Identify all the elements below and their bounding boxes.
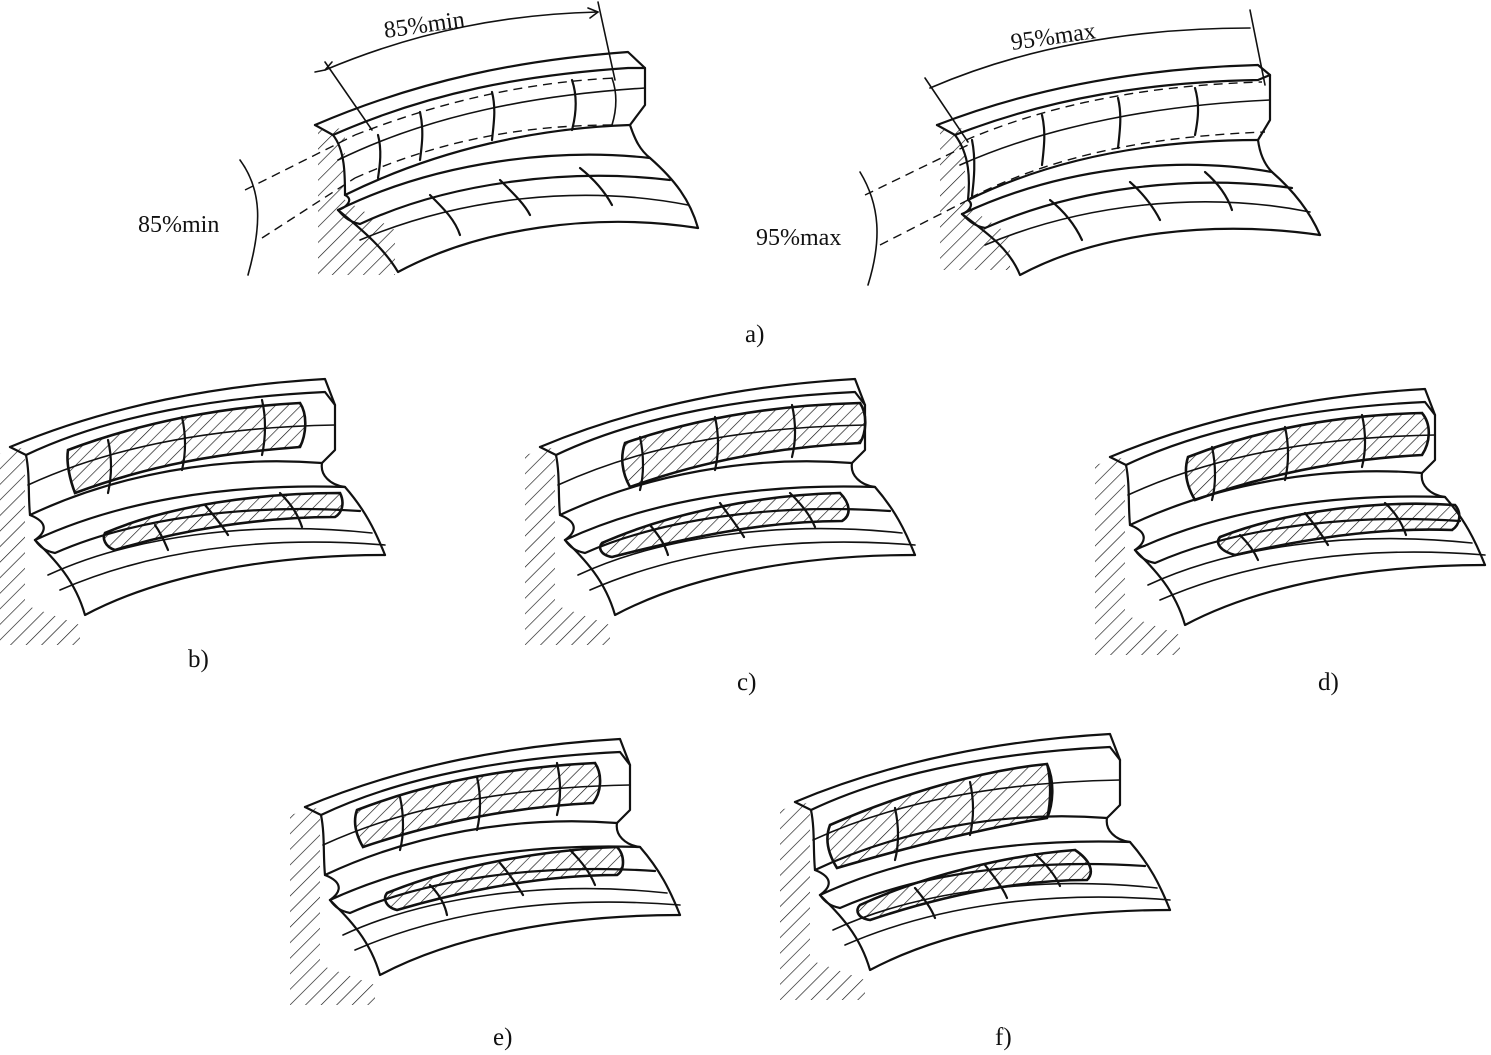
- caption-b: b): [188, 646, 209, 673]
- arc-dimension-label-right: 95%max: [1009, 18, 1097, 56]
- panel-f: [778, 732, 1172, 1002]
- caption-d: d): [1318, 669, 1339, 696]
- panel-e: [288, 737, 682, 1007]
- arc-dimension-label-left: 85%min: [382, 7, 466, 44]
- side-dimension-label-right: 95%max: [756, 225, 841, 251]
- panel-b: [0, 377, 387, 647]
- panel-d: [1093, 387, 1487, 657]
- caption-f: f): [995, 1024, 1012, 1051]
- caption-a: a): [745, 321, 764, 348]
- caption-e: e): [493, 1024, 512, 1051]
- side-dimension-label-left: 85%min: [138, 212, 219, 238]
- panel-a-right: 95%max 95%max: [756, 9, 1322, 286]
- caption-c: c): [737, 669, 756, 696]
- panel-a-left: 85%min 85%min: [138, 1, 700, 276]
- panel-c: [523, 377, 917, 647]
